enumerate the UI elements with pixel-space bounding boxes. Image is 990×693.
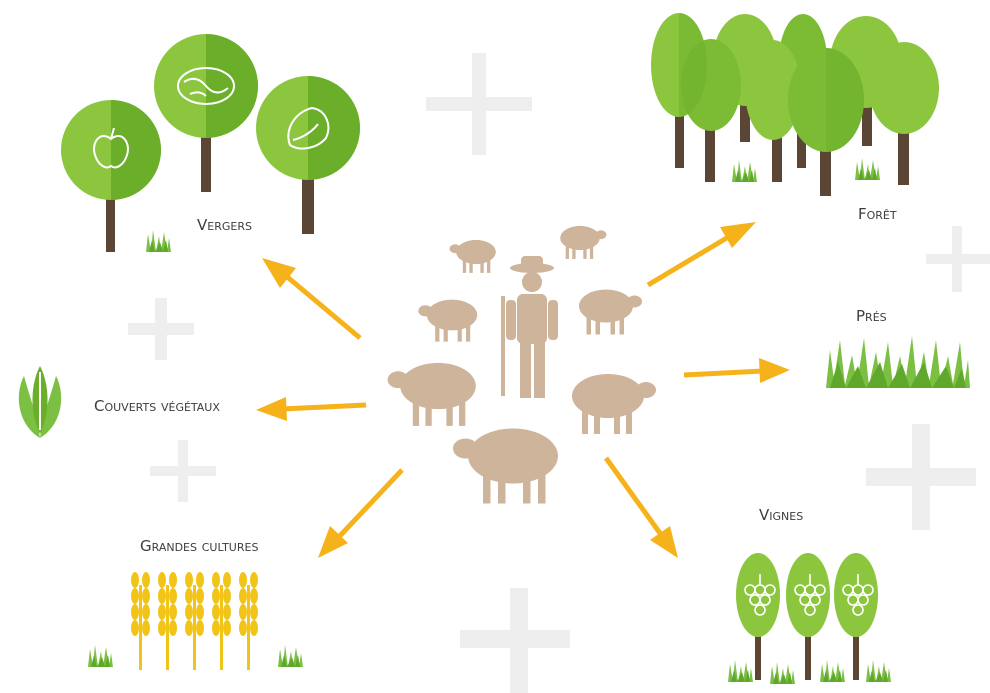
wheat-icon [239,572,258,670]
arrow-to-grandes-cultures [318,470,402,558]
label-foret: Forêt [858,205,897,223]
label-pres: Prés [856,307,887,325]
arrow-to-vignes [606,458,678,558]
grass-tuft [866,660,891,682]
grass-tuft [88,645,113,667]
arrow-to-couverts [256,397,366,421]
meadow-illustration [826,336,970,388]
arrow-to-vergers [262,258,360,338]
sheep-icon [572,374,656,434]
forest-illustration [651,13,939,196]
wheat-icon [212,572,231,670]
grass-tuft [278,645,303,667]
shepherd-icon [501,256,558,398]
grass-tuft [728,660,753,682]
wheat-icon [131,572,150,670]
grass-tuft [820,660,845,682]
plus-icon [866,424,976,530]
label-vergers: Vergers [197,216,252,234]
plus-icon [460,588,570,693]
grass-tuft [855,158,880,180]
grass-tuft [770,662,795,684]
sheep-icon [453,429,558,504]
sheep-icon [418,300,477,342]
sheep-icon [560,226,606,259]
grass-tuft [732,160,757,182]
sheep-icon [450,240,496,273]
label-couverts-vegetaux: Couverts végétaux [94,397,220,415]
plus-icon [150,440,216,502]
flock-illustration [388,226,656,504]
grass-tuft [146,230,171,252]
cover-crop-leaf-icon [19,366,61,438]
wheat-icon [185,572,204,670]
plus-icon [926,226,990,292]
wheat-field-illustration [88,572,303,670]
vineyard-illustration [728,553,891,684]
sheep-icon [579,290,642,335]
label-grandes-cultures: Grandes cultures [140,537,258,555]
label-vignes: Vignes [759,506,803,524]
sheep-icon [388,363,476,426]
arrow-to-pres [684,358,790,383]
wheat-icon [158,572,177,670]
arrow-to-foret [648,222,756,285]
plus-icon [128,298,194,360]
plus-icon [426,53,532,155]
